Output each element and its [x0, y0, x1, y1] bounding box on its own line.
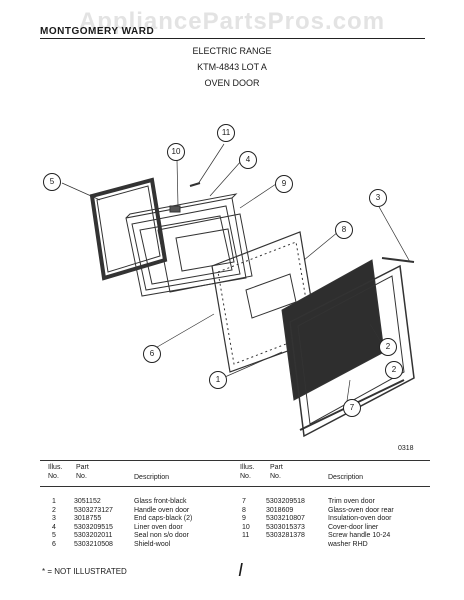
part-no-cell: 5303281378 — [266, 532, 305, 539]
callout-5: 5 — [43, 173, 61, 191]
callout-11: 11 — [217, 124, 235, 142]
description-cell: Cover-door liner — [328, 523, 379, 531]
callout-2: 2 — [385, 361, 403, 379]
description-cell: Seal non s/o door — [134, 532, 189, 539]
table-top-rule — [40, 460, 430, 461]
brand-header: MONTGOMERY WARD — [40, 26, 155, 37]
part-no-cell: 5303210807 — [266, 515, 305, 522]
description-cell: Shield-wool — [134, 540, 171, 548]
callout-2: 2 — [379, 338, 397, 356]
illus-no-cell: 10 — [242, 523, 250, 531]
part-no-cell: 5303273127 — [74, 506, 113, 514]
illus-no-cell: 9 — [242, 515, 246, 522]
callout-7: 7 — [343, 399, 361, 417]
illus-header-left: Illus.No. — [48, 464, 63, 480]
illus-no-cell: 8 — [242, 506, 246, 514]
header-rule — [40, 38, 425, 39]
callout-9: 9 — [275, 175, 293, 193]
pen-mark: I — [238, 560, 244, 580]
description-cell: washer RHD — [328, 540, 368, 548]
trim-frame-part — [289, 264, 415, 438]
illus-no-cell: 1 — [52, 498, 56, 505]
description-cell: Screw handle 10-24 — [328, 532, 391, 539]
description-cell: Insulation-oven door — [328, 515, 392, 522]
illus-no-cell: 7 — [242, 498, 246, 505]
description-cell: Glass-oven door rear — [328, 506, 394, 514]
cover-liner-part — [169, 205, 181, 213]
description-header-left: Description — [134, 474, 170, 481]
part-no-cell: 5303210508 — [74, 540, 113, 548]
callout-10: 10 — [167, 143, 185, 161]
watermark: AppliancePartsPros.com — [78, 8, 386, 35]
model-number: KTM-4843 LOT A — [197, 62, 267, 72]
door-seal-part — [89, 177, 168, 281]
illus-no-cell: 6 — [52, 540, 56, 548]
callout-3: 3 — [369, 189, 387, 207]
illus-no-cell: 3 — [52, 515, 56, 522]
part-no-cell: 5303209515 — [74, 523, 113, 531]
callout-6: 6 — [143, 345, 161, 363]
part-no-cell: 3018609 — [266, 506, 294, 514]
product-type: ELECTRIC RANGE — [192, 46, 272, 56]
illus-no-cell: 2 — [52, 506, 56, 514]
illus-no-cell: 4 — [52, 523, 56, 531]
door-liner-part — [125, 193, 247, 297]
table-header-rule — [40, 486, 430, 487]
description-header-right: Description — [328, 474, 364, 481]
description-cell: Glass front-black — [134, 498, 187, 505]
callout-1: 1 — [209, 371, 227, 389]
footnote: * = NOT ILLUSTRATED — [42, 567, 127, 576]
description-cell: Handle oven door — [134, 506, 190, 514]
illus-no-cell: 11 — [242, 532, 250, 539]
description-cell: End caps-black (2) — [134, 515, 193, 522]
description-cell: Trim oven door — [328, 498, 375, 505]
part-no-cell: 5303202011 — [74, 532, 113, 539]
part-no-cell: 3051152 — [74, 498, 101, 505]
callout-8: 8 — [335, 221, 353, 239]
illus-header-right: Illus.No. — [240, 464, 255, 480]
figure-code: 0318 — [398, 445, 414, 452]
part-no-cell: 3018755 — [74, 515, 102, 522]
section-title: OVEN DOOR — [204, 78, 260, 88]
part-no-cell: 5303209518 — [266, 498, 305, 505]
illus-no-cell: 5 — [52, 532, 56, 539]
part-no-cell: 5303015373 — [266, 523, 305, 531]
description-cell: Liner oven door — [134, 523, 183, 531]
callout-4: 4 — [239, 151, 257, 169]
insulation-part — [157, 213, 253, 293]
